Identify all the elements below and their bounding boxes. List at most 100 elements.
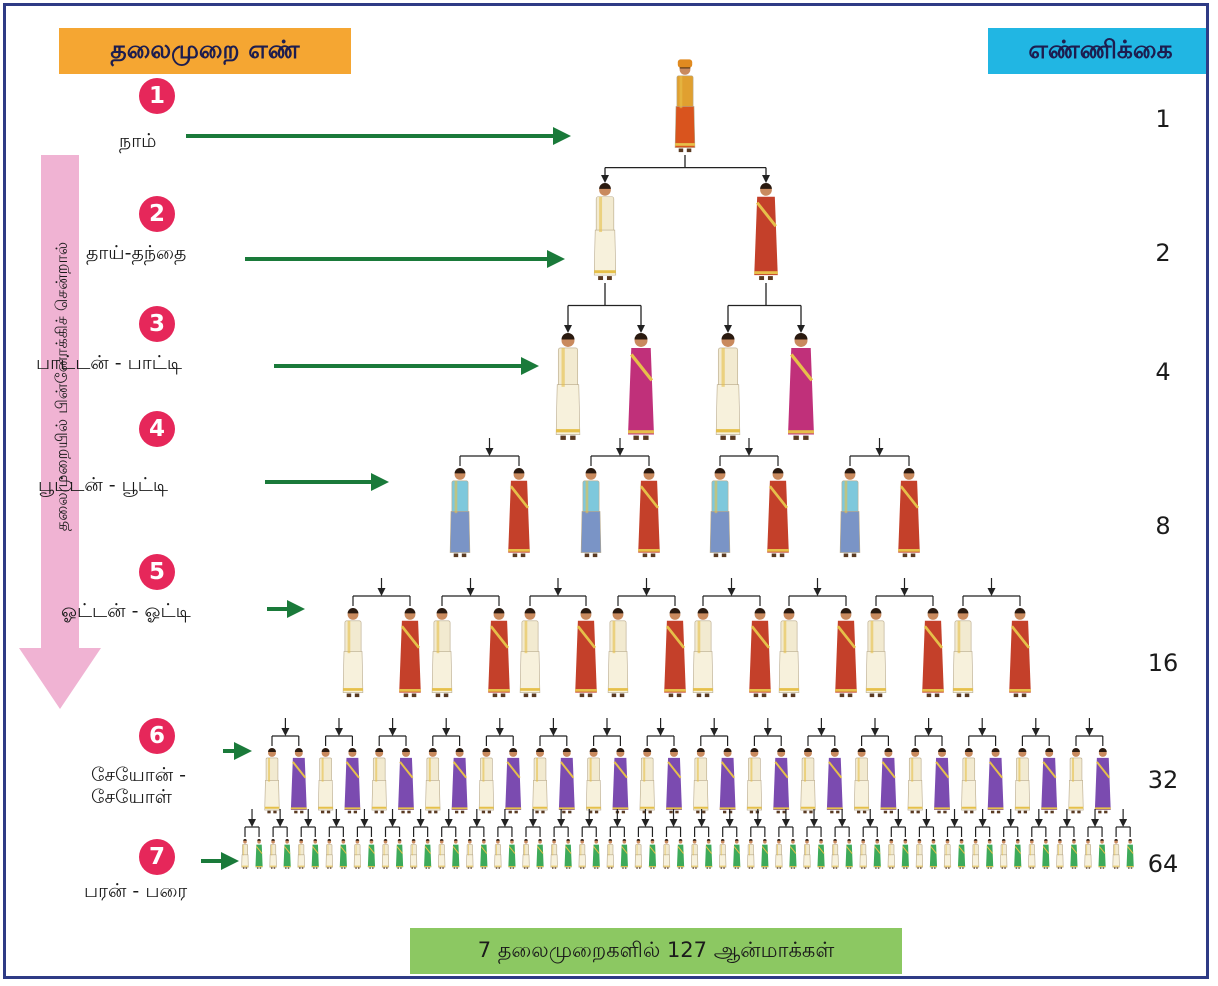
man-figure <box>425 748 441 814</box>
man-figure <box>318 747 334 814</box>
woman-figure <box>835 608 857 698</box>
man-figure <box>522 839 530 869</box>
woman-figure <box>676 839 685 869</box>
man-figure <box>839 467 861 558</box>
count-header: எண்ணிக்கை <box>988 28 1206 74</box>
woman-figure <box>789 839 797 869</box>
woman-figure <box>508 467 530 558</box>
generation-name-label: பூட்டன் - பூட்டி <box>38 474 168 496</box>
man-figure <box>859 839 867 869</box>
man-figure <box>409 838 418 869</box>
generation-name-label: நாம் <box>119 130 157 152</box>
man-figure <box>555 333 581 440</box>
woman-figure <box>505 748 522 814</box>
generation-name-label: ஓட்டன் - ஓட்டி <box>61 600 191 622</box>
man-figure <box>431 608 453 698</box>
generation-count-value: 1 <box>1155 105 1171 133</box>
man-figure <box>854 747 870 814</box>
man-figure <box>715 333 741 440</box>
woman-figure <box>987 747 1004 814</box>
generation-number-badge: 7 <box>139 839 175 875</box>
generation-pointer-arrowhead <box>234 742 252 760</box>
man-figure <box>634 838 643 869</box>
man-figure <box>747 839 755 869</box>
man-figure <box>775 838 783 869</box>
woman-figure <box>592 839 600 869</box>
woman-figure <box>558 747 575 814</box>
man-figure <box>1028 839 1036 869</box>
woman-figure <box>929 839 938 869</box>
man-figure <box>662 839 671 869</box>
woman-figure <box>536 839 544 869</box>
woman-figure <box>1098 839 1106 869</box>
woman-figure <box>620 838 628 869</box>
generation-number-badge: 4 <box>139 411 175 447</box>
woman-figure <box>986 838 994 869</box>
generation-count-value: 32 <box>1147 766 1179 794</box>
woman-figure <box>564 838 572 869</box>
woman-figure <box>452 839 460 869</box>
man-figure <box>494 838 502 869</box>
generation-name-label: பாட்டன் - பாட்டி <box>36 352 182 374</box>
woman-figure <box>311 839 319 869</box>
man-figure <box>865 608 887 698</box>
man-figure <box>578 839 586 869</box>
woman-figure <box>880 747 897 814</box>
man-figure <box>438 838 446 869</box>
woman-figure <box>290 748 307 814</box>
man-figure <box>915 838 924 869</box>
family-tree-canvas <box>19 59 1134 870</box>
woman-figure <box>705 838 713 869</box>
woman-figure <box>666 748 682 814</box>
man-figure <box>606 839 614 869</box>
woman-figure <box>255 838 263 869</box>
generation-name-label: சேயோன் - சேயோள் <box>91 764 187 808</box>
man-figure <box>353 838 362 869</box>
woman-figure <box>648 839 657 869</box>
man-figure <box>466 838 474 869</box>
woman-figure <box>767 467 789 558</box>
man-figure <box>692 608 714 698</box>
woman-figure <box>761 838 769 869</box>
man-figure <box>1056 839 1064 869</box>
man-figure <box>952 608 974 698</box>
man-figure <box>778 608 800 698</box>
man-figure <box>381 839 390 869</box>
man-figure <box>1084 838 1092 869</box>
woman-figure <box>508 838 516 869</box>
woman-figure <box>901 838 909 869</box>
generation-count-value: 4 <box>1155 358 1171 386</box>
woman-figure <box>1094 748 1111 814</box>
man-figure <box>264 747 280 814</box>
man-figure <box>1068 748 1084 814</box>
man-figure <box>639 747 655 814</box>
generation-pointer-arrowhead <box>287 600 305 618</box>
side-down-arrow <box>19 155 101 709</box>
man-figure <box>580 467 602 558</box>
man-figure <box>907 747 923 814</box>
man-figure <box>241 838 249 869</box>
diagram-frame: தலைமுறை எண் எண்ணிக்கை தலைமுறையில் பின்னோ… <box>3 3 1209 979</box>
man-figure <box>519 608 541 698</box>
woman-figure <box>733 839 741 869</box>
woman-figure <box>367 838 376 869</box>
generation-count-value: 16 <box>1147 649 1179 677</box>
man-figure <box>693 747 709 814</box>
woman-figure <box>754 183 778 281</box>
generation-pointer-arrowhead <box>553 127 571 145</box>
woman-figure <box>773 747 790 814</box>
man-figure <box>607 608 629 698</box>
woman-figure <box>283 838 291 869</box>
woman-figure <box>1014 839 1022 869</box>
man-figure <box>971 838 980 869</box>
woman-figure <box>575 608 597 698</box>
woman-figure <box>488 608 510 698</box>
woman-figure <box>399 608 421 698</box>
man-figure <box>674 59 696 153</box>
woman-figure <box>664 608 686 698</box>
man-figure <box>800 748 816 814</box>
woman-figure <box>719 748 736 814</box>
woman-figure <box>922 608 944 698</box>
woman-figure <box>845 838 853 869</box>
summary-footer: 7 தலைமுறைகளில் 127 ஆன்மாக்கள் <box>410 928 902 974</box>
